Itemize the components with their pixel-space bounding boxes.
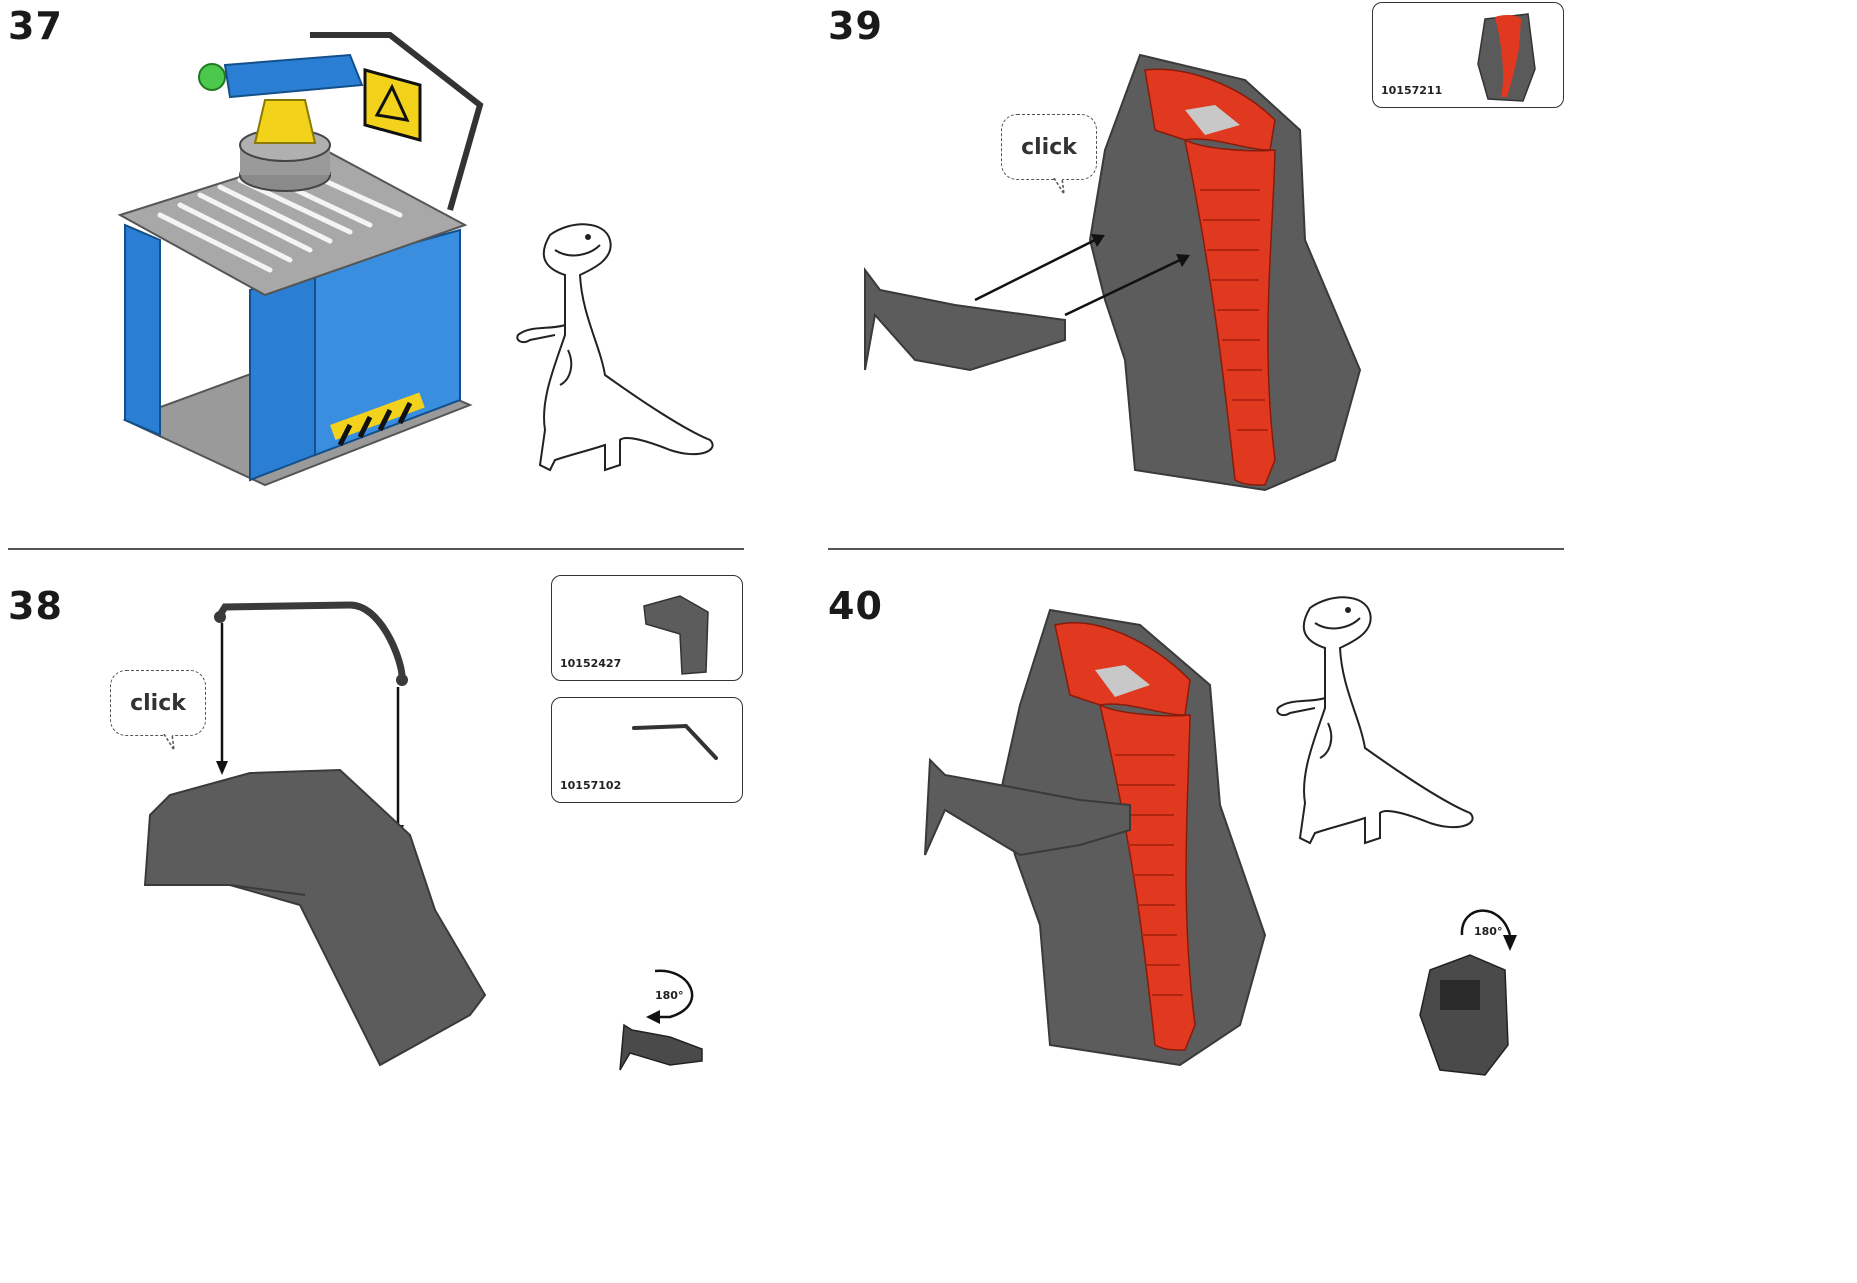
step-number-38: 38 — [8, 584, 63, 628]
section-divider-right — [828, 548, 1564, 550]
warning-sign-icon — [363, 68, 422, 142]
part-callout-10152427: 10152427 — [551, 575, 743, 681]
rock-ledge-rail-illustration — [143, 601, 487, 1067]
volcano-with-balcony-illustration — [924, 608, 1267, 1067]
step-number-40: 40 — [828, 584, 883, 628]
rock-ledge-part-thumbnail — [643, 595, 709, 675]
part-number: 10152427 — [560, 657, 622, 670]
dinosaur-mascot — [1276, 596, 1474, 845]
rotation-label: 180° — [655, 989, 684, 1002]
rail-part-thumbnail — [632, 723, 718, 760]
platform-tower-illustration — [117, 32, 484, 487]
dinosaur-mascot — [516, 223, 714, 472]
rotate-180-icon — [1419, 909, 1517, 1076]
rotation-label: 180° — [1474, 925, 1503, 938]
bubble-tail — [163, 734, 175, 751]
bubble-tail — [1053, 178, 1065, 195]
part-callout-10157102: 10157102 — [551, 697, 743, 803]
volcano-assembly-illustration — [864, 53, 1362, 492]
rotate-180-icon — [619, 969, 703, 1071]
part-callout-10157211: 10157211 — [1372, 2, 1564, 108]
volcano-part-thumbnail — [1477, 13, 1536, 102]
step-number-37: 37 — [8, 4, 63, 48]
section-divider-left — [8, 548, 744, 550]
click-bubble: click — [1001, 114, 1097, 180]
part-number: 10157211 — [1381, 84, 1443, 97]
hazard-stripes — [330, 392, 425, 447]
part-number: 10157102 — [560, 779, 622, 792]
click-bubble: click — [110, 670, 206, 736]
step-number-39: 39 — [828, 4, 883, 48]
